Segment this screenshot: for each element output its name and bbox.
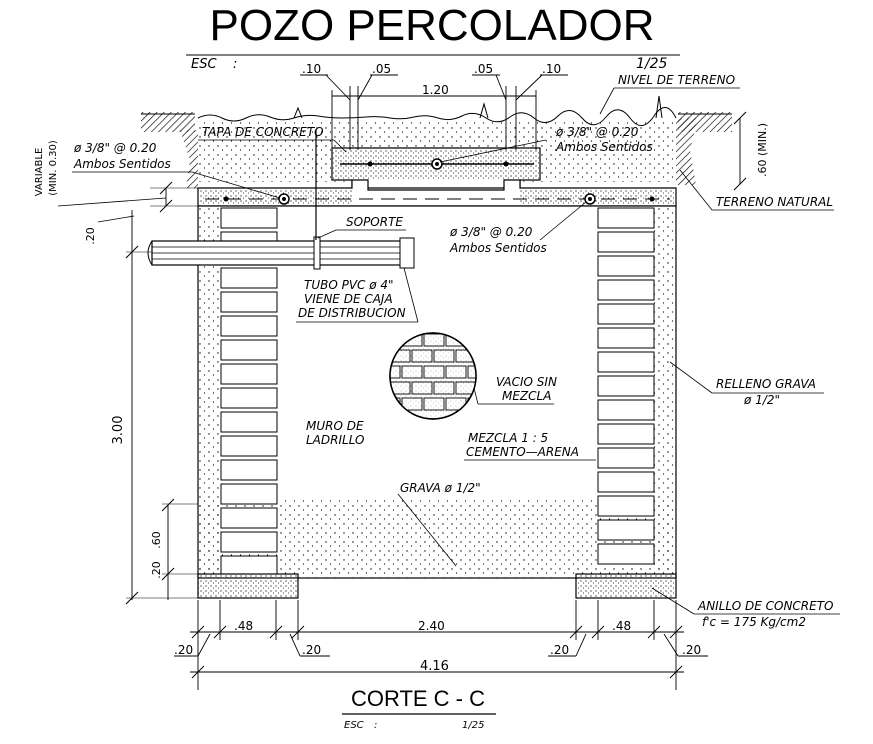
concrete-ring-right [575,573,677,599]
dim-10-left: .10 [302,62,321,76]
dim-20-left: .20 [84,227,97,245]
label-rebar-top-1: ø 3/8" @ 0.20 [555,125,639,139]
label-vacio-2: MEZCLA [502,389,551,403]
page-title: POZO PERCOLADOR [210,1,655,50]
label-soporte: SOPORTE [346,215,403,229]
base-dimensions [174,600,708,690]
top-dimensions [300,74,568,150]
dim-60-bottom: .60 [150,531,163,549]
label-muro-1: MURO DE [306,419,364,433]
dim-300: 3.00 [111,416,126,445]
gravel-fill-right [653,207,675,577]
dim-416: 4.16 [420,659,449,674]
dim-05-right: .05 [474,62,493,76]
dim-120: 1.20 [422,83,449,97]
label-nivel-terreno: NIVEL DE TERRENO [618,73,735,87]
label-tubo-1: TUBO PVC ø 4" [304,278,394,292]
gravel-fill-left [199,207,221,577]
label-muro-2: LADRILLO [306,433,364,447]
label-relleno-2: ø 1/2" [743,393,780,407]
dim-240: 2.40 [418,619,445,633]
dim-60-min: .60 (MIN.) [756,123,769,177]
section-title: CORTE C - C [351,686,485,711]
gravel-bottom [199,498,675,578]
dim-20-bottom: .20 [150,561,163,579]
dim-variable: VARIABLE [34,148,45,197]
grava-leader [397,493,457,567]
scale-value: 1/25 [636,56,668,72]
pvc-pipe [147,236,415,270]
label-rebar-mid-2: Ambos Sentidos [449,241,547,255]
dim-20-c: .20 [550,643,569,657]
label-relleno-1: RELLENO GRAVA [716,377,816,391]
label-anillo-2: f'c = 175 Kg/cm2 [702,615,806,629]
concrete-ring-left [197,573,299,599]
label-tubo-3: DE DISTRIBUCION [298,306,406,320]
label-grava: GRAVA ø 1/2" [400,481,481,495]
dim-20-a: .20 [174,643,193,657]
label-tubo-2: VIENE DE CAJA [304,292,393,306]
terrain-hatch-left [141,112,195,132]
brick-wall-right [597,207,655,565]
label-tapa-concreto: TAPA DE CONCRETO [202,125,324,139]
label-rebar-left-1: ø 3/8" @ 0.20 [73,141,157,155]
label-terreno-natural: TERRENO NATURAL [716,195,833,209]
footer-colon: : [374,720,377,731]
dim-48-right: .48 [612,619,631,633]
footer-scale: 1/25 [462,720,484,731]
label-mezcla-1: MEZCLA 1 : 5 [468,431,548,445]
scale-colon: : [233,57,237,72]
dim-10-right: .10 [542,62,561,76]
dim-48-left: .48 [234,619,253,633]
dim-min-030: (MIN. 0.30) [48,140,59,196]
terrain-hatch-left-side [180,130,198,188]
label-rebar-top-2: Ambos Sentidos [555,140,653,154]
label-rebar-mid-1: ø 3/8" @ 0.20 [449,225,533,239]
terrain-hatch-right-side [676,118,698,185]
dim-20-d: .20 [682,643,701,657]
label-mezcla-2: CEMENTO—ARENA [466,445,579,459]
footer-esc: ESC [344,720,364,731]
dim-05-left: .05 [372,62,391,76]
label-vacio-1: VACIO SIN [496,375,557,389]
brick-detail-circle [389,332,477,420]
dim-20-b: .20 [302,643,321,657]
label-anillo-1: ANILLO DE CONCRETO [697,599,834,613]
label-rebar-left-2: Ambos Sentidos [73,157,171,171]
scale-esc: ESC [191,57,217,72]
